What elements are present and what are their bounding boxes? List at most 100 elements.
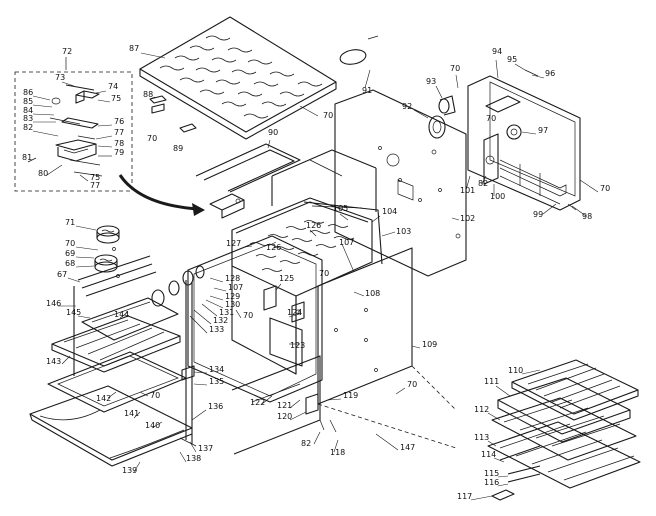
callout-c72: 72 [62,47,72,56]
callout-c69: 69 [65,249,75,258]
callout-c120: 120 [277,412,292,421]
callout-c77b: 77 [90,181,100,190]
callout-c100: 100 [490,192,505,201]
callout-c74: 74 [108,82,118,91]
callout-c143: 143 [46,357,61,366]
callout-c83: 83 [23,114,33,123]
callout-c123: 123 [290,341,305,350]
callout-c117: 117 [457,492,472,501]
callout-c67: 67 [57,270,67,279]
callout-c75a: 75 [111,94,121,103]
callout-c70h: 70 [243,311,253,320]
door-assembly [29,255,208,473]
callout-c85: 85 [23,97,33,106]
callout-c110: 110 [508,366,523,375]
callout-c84: 84 [23,106,33,115]
callout-c70e: 70 [600,184,610,193]
callout-c107: 107 [339,238,354,247]
callout-c77a: 77 [114,128,124,137]
callout-c109: 109 [422,340,437,349]
callout-c132: 132 [213,316,228,325]
callout-c102: 102 [460,214,475,223]
callout-c113: 113 [474,433,489,442]
callout-c122: 122 [250,398,265,407]
callout-c101: 101 [460,186,475,195]
callout-c126b: 126 [266,243,281,252]
front-frame [151,235,323,403]
callout-c141: 141 [124,409,139,418]
callout-c126a: 126 [306,221,321,230]
callout-c124: 124 [287,308,302,317]
callout-c99: 99 [533,210,543,219]
callout-c70d: 70 [486,114,496,123]
fan-assembly [413,74,459,139]
callout-c142: 142 [96,394,111,403]
callout-c76: 76 [114,117,124,126]
callout-c125: 125 [279,274,294,283]
cooktop-top [139,16,337,140]
callout-c104: 104 [382,207,397,216]
callout-c79: 79 [114,148,124,157]
callout-c91: 91 [362,86,372,95]
callout-c137: 137 [198,444,213,453]
callout-c80: 80 [38,169,48,178]
top-element [195,139,301,219]
callout-c145: 145 [66,308,81,317]
callout-c92: 92 [402,102,412,111]
callout-c82c: 82 [301,439,311,448]
callout-c95: 95 [507,55,517,64]
callout-c71: 71 [65,218,75,227]
callout-c82a: 82 [23,123,33,132]
callout-c112: 112 [474,405,489,414]
callout-c70i: 70 [150,391,160,400]
callout-c107b: 107 [228,283,243,292]
side-panel [317,243,457,451]
callout-c119: 119 [343,391,358,400]
callout-c103: 103 [396,227,411,236]
callout-c140: 140 [145,421,160,430]
callout-c70j: 70 [407,380,417,389]
callout-c70a: 70 [323,111,333,120]
callout-c131: 131 [219,308,234,317]
callout-c144: 144 [114,310,129,319]
callout-c136: 136 [208,402,223,411]
callout-c135: 135 [209,377,224,386]
callout-c70b: 70 [147,134,157,143]
detail-arrow [118,174,205,216]
base-frame [231,355,342,455]
callout-c108: 108 [365,289,380,298]
callout-c68: 68 [65,259,75,268]
callout-c138: 138 [186,454,201,463]
callout-c90: 90 [268,128,278,137]
callout-c121: 121 [277,401,292,410]
callout-c86: 86 [23,88,33,97]
callout-c146: 146 [46,299,61,308]
callout-c87: 87 [129,44,139,53]
callout-c118: 118 [330,448,345,457]
callout-c111: 111 [484,377,499,386]
callout-c129: 129 [225,292,240,301]
callout-c105: 105 [333,204,348,213]
callout-c70c: 70 [450,64,460,73]
callout-c75b: 75 [90,173,100,182]
callout-c70g: 70 [65,239,75,248]
callout-c114: 114 [481,450,496,459]
callout-c98: 98 [582,212,592,221]
callout-c81: 81 [22,153,32,162]
callout-c147: 147 [400,443,415,452]
callout-c97: 97 [538,126,548,135]
callout-c82b: 82 [478,179,488,188]
callout-c116: 116 [484,478,499,487]
inset-detail [14,57,133,192]
callout-c96: 96 [545,69,555,78]
callout-c128: 128 [225,274,240,283]
callout-c127: 127 [226,239,241,248]
callout-c70f: 70 [319,269,329,278]
callout-c134: 134 [209,365,224,374]
callout-c133: 133 [209,325,224,334]
callout-c115: 115 [484,469,499,478]
callout-c130: 130 [225,300,240,309]
